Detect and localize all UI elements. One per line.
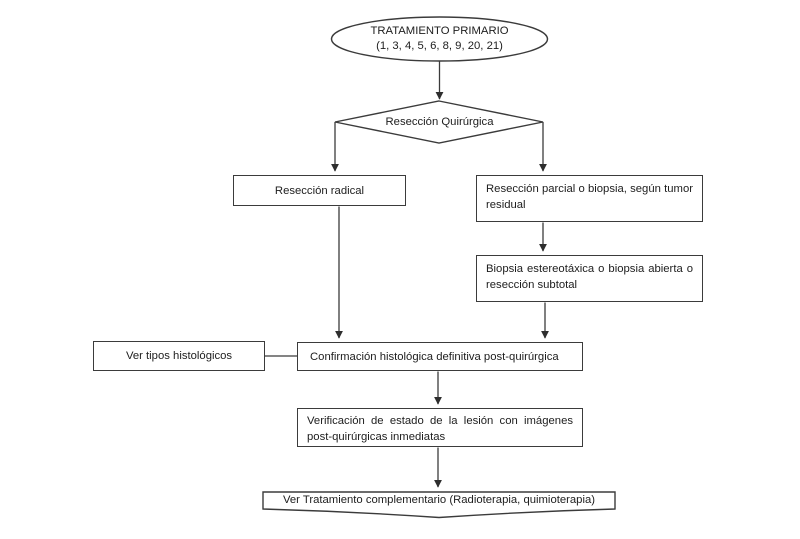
node-verificacion-lesion-label: Verificación de estado de la lesión con … bbox=[307, 415, 573, 443]
decision-diamond-shape bbox=[334, 100, 544, 144]
node-ver-tipos-histologicos-label: Ver tipos histológicos bbox=[125, 350, 233, 362]
start-node: TRATAMIENTO PRIMARIO (1, 3, 4, 5, 6, 8, … bbox=[332, 24, 547, 54]
node-verificacion-lesion: Verificación de estado de la lesión con … bbox=[297, 408, 583, 447]
node-confirmacion-histologica-label: Confirmación histológica definitiva post… bbox=[310, 350, 559, 363]
node-reseccion-parcial: Resección parcial o biopsia, según tumor… bbox=[476, 175, 703, 222]
node-ver-tipos-histologicos: Ver tipos histológicos bbox=[93, 341, 265, 371]
node-reseccion-radical-label: Resección radical bbox=[274, 184, 365, 197]
node-biopsia-estereotaxica-label: Biopsia estereotáxica o biopsia abierta … bbox=[486, 263, 693, 291]
node-reseccion-radical: Resección radical bbox=[233, 175, 406, 206]
complementary-banner-shape bbox=[262, 491, 616, 519]
node-reseccion-parcial-label: Resección parcial o biopsia, según tumor… bbox=[486, 183, 693, 211]
start-node-title: TRATAMIENTO PRIMARIO bbox=[370, 25, 509, 37]
node-tratamiento-complementario-label: Ver Tratamiento complementario (Radioter… bbox=[282, 494, 596, 506]
decision-node-label: Resección Quirúrgica bbox=[385, 116, 494, 128]
node-biopsia-estereotaxica: Biopsia estereotáxica o biopsia abierta … bbox=[476, 255, 703, 302]
start-node-refs: (1, 3, 4, 5, 6, 8, 9, 20, 21) bbox=[376, 40, 503, 52]
node-confirmacion-histologica: Confirmación histológica definitiva post… bbox=[297, 342, 583, 371]
